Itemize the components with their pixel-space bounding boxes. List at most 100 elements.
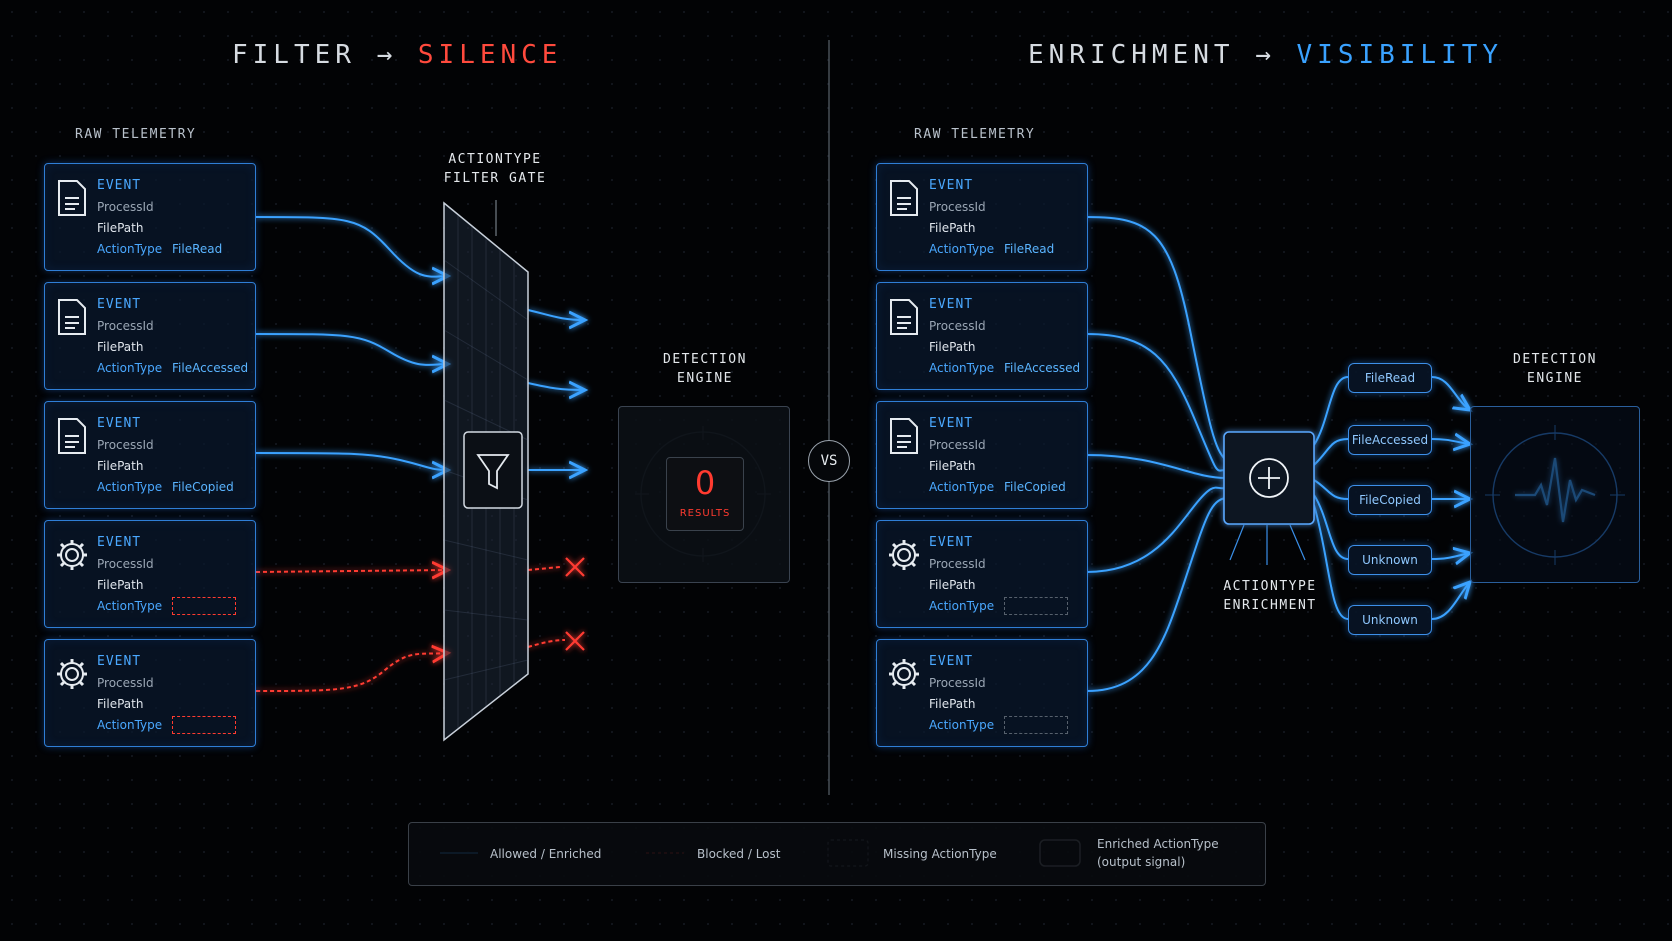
results-label: RESULTS [679, 508, 731, 519]
flow-line-allowed-1 [255, 216, 448, 277]
enrich-line-4 [1086, 486, 1227, 573]
flow-line-blocked-2 [255, 653, 448, 692]
field-file-path: FilePath [97, 578, 144, 592]
action-type-value: FileRead [1004, 242, 1055, 256]
field-action-type: ActionType [929, 361, 995, 375]
field-file-path: FilePath [929, 697, 976, 711]
enrichment-hub [1223, 431, 1315, 565]
missing-action-type [172, 597, 236, 615]
document-icon [890, 418, 918, 454]
event-card: EVENT ProcessId FilePath ActionType File… [876, 282, 1088, 390]
blocked-x-icon [565, 557, 585, 577]
event-label: EVENT [97, 535, 142, 550]
blocked-x-icon [565, 631, 585, 651]
field-process-id: ProcessId [929, 438, 986, 452]
document-icon [58, 418, 86, 454]
right-title: ENRICHMENT → VISIBILITY [1028, 40, 1504, 70]
field-action-type: ActionType [97, 718, 163, 732]
event-card: EVENT ProcessId FilePath ActionType File… [44, 282, 256, 390]
left-detection-engine: 0 RESULTS [618, 406, 790, 583]
chip-to-engine-5 [1431, 582, 1470, 620]
field-process-id: ProcessId [97, 319, 154, 333]
field-action-type: ActionType [97, 480, 163, 494]
field-file-path: FilePath [929, 340, 976, 354]
field-file-path: FilePath [97, 697, 144, 711]
enriched-chip: FileAccessed [1348, 425, 1432, 455]
vs-badge: VS [808, 440, 850, 482]
gear-icon [57, 659, 87, 689]
gear-icon [889, 540, 919, 570]
event-label: EVENT [97, 178, 142, 193]
field-action-type: ActionType [929, 242, 995, 256]
field-process-id: ProcessId [929, 319, 986, 333]
action-type-value: FileCopied [172, 480, 234, 494]
field-action-type: ActionType [97, 361, 163, 375]
left-title: FILTER → SILENCE [232, 40, 563, 70]
event-label: EVENT [929, 297, 974, 312]
flow-out-blocked-1 [527, 566, 561, 571]
field-action-type: ActionType [97, 242, 163, 256]
field-file-path: FilePath [97, 459, 144, 473]
event-label: EVENT [97, 416, 142, 431]
action-type-value: FileRead [172, 242, 223, 256]
event-card: EVENT ProcessId FilePath ActionType File… [876, 163, 1088, 271]
enriched-chip: FileCopied [1348, 485, 1432, 515]
field-file-path: FilePath [929, 221, 976, 235]
field-process-id: ProcessId [97, 200, 154, 214]
field-process-id: ProcessId [929, 557, 986, 571]
missing-action-type [1004, 716, 1068, 734]
flow-line-allowed-2 [255, 333, 448, 365]
enrich-line-1 [1086, 216, 1227, 461]
field-process-id: ProcessId [97, 557, 154, 571]
document-icon [58, 299, 86, 335]
field-process-id: ProcessId [97, 676, 154, 690]
event-label: EVENT [929, 178, 974, 193]
hub-out-3 [1313, 479, 1349, 500]
gear-icon [57, 540, 87, 570]
chip-to-engine-2 [1431, 439, 1470, 444]
right-section-label: RAW TELEMETRY [914, 127, 1036, 142]
enriched-chip: Unknown [1348, 545, 1432, 575]
left-section-label: RAW TELEMETRY [75, 127, 197, 142]
document-icon [890, 180, 918, 216]
hub-out-4 [1313, 494, 1349, 560]
action-type-value: FileCopied [1004, 480, 1066, 494]
funnel-icon [476, 454, 510, 490]
event-label: EVENT [929, 416, 974, 431]
field-process-id: ProcessId [97, 438, 154, 452]
field-file-path: FilePath [97, 221, 144, 235]
action-type-value: FileAccessed [172, 361, 249, 375]
flow-line-allowed-3 [255, 452, 448, 470]
flow-out-2 [527, 383, 585, 390]
hub-out-5 [1313, 504, 1349, 620]
field-action-type: ActionType [929, 480, 995, 494]
hub-out-1 [1313, 376, 1349, 446]
missing-action-type [172, 716, 236, 734]
field-file-path: FilePath [97, 340, 144, 354]
event-card: EVENT ProcessId FilePath ActionType [44, 520, 256, 628]
legend-enriched-label: Enriched ActionType [1097, 837, 1219, 851]
results-count: 0 [694, 464, 716, 502]
field-action-type: ActionType [929, 599, 995, 613]
enrich-line-5 [1086, 497, 1227, 692]
enriched-chip: Unknown [1348, 605, 1432, 635]
gear-icon [889, 659, 919, 689]
event-label: EVENT [97, 297, 142, 312]
missing-action-type [1004, 597, 1068, 615]
hub-out-2 [1313, 438, 1349, 466]
action-type-value: FileAccessed [1004, 361, 1081, 375]
enriched-chip: FileRead [1348, 363, 1432, 393]
legend-missing-label: Missing ActionType [883, 847, 997, 861]
event-card: EVENT ProcessId FilePath ActionType File… [44, 163, 256, 271]
enrich-line-3 [1086, 454, 1227, 479]
event-card: EVENT ProcessId FilePath ActionType [876, 520, 1088, 628]
enrich-line-2 [1086, 333, 1227, 472]
event-card: EVENT ProcessId FilePath ActionType [876, 639, 1088, 747]
field-action-type: ActionType [929, 718, 995, 732]
legend-allowed-label: Allowed / Enriched [490, 847, 602, 861]
event-card: EVENT ProcessId FilePath ActionType File… [44, 401, 256, 509]
